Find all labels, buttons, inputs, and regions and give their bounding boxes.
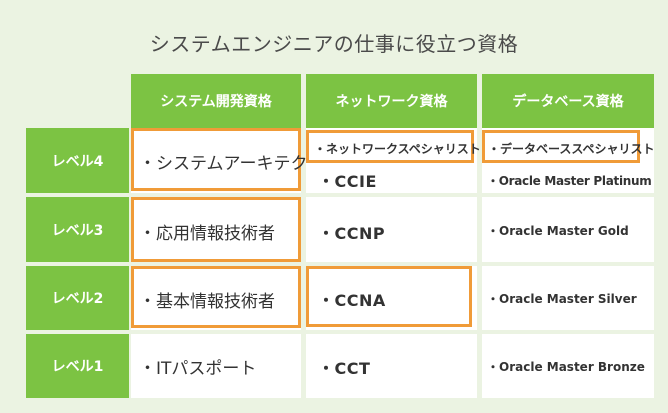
qualification-cct: ・CCT [318, 359, 371, 378]
cell-system-level2: ・基本情報技術者 [131, 266, 301, 330]
cell-network-level4: ・ネットワークスペシャリスト ・CCIE [306, 128, 481, 193]
level-1-label: レベル1 [26, 334, 129, 398]
column-header-network: ネットワーク資格 [306, 74, 477, 128]
qualification-ccnp: ・CCNP [318, 224, 386, 243]
cell-database-level2: ・Oracle Master Silver [482, 266, 654, 330]
highlight-box [306, 130, 474, 163]
level-4-label: レベル4 [26, 128, 129, 193]
qualification-database-specialist: ・データベーススペシャリスト [488, 142, 655, 156]
cell-database-level3: ・Oracle Master Gold [482, 197, 654, 262]
highlight-box [482, 130, 640, 163]
qualification-oracle-platinum: ・Oracle Master Platinum [487, 174, 652, 188]
qualification-fundamental-it-engineer: ・基本情報技術者 [139, 292, 275, 312]
qualification-ccie: ・CCIE [318, 172, 377, 191]
qualification-system-architect: ・システムアーキテクト [139, 154, 325, 174]
qualification-oracle-gold: ・Oracle Master Gold [487, 224, 629, 238]
cell-database-level1: ・Oracle Master Bronze [482, 334, 654, 398]
highlight-box [131, 197, 301, 262]
qualification-oracle-silver: ・Oracle Master Silver [487, 292, 637, 306]
cell-network-level2: ・CCNA [306, 266, 477, 330]
level-3-label: レベル3 [26, 197, 129, 262]
cell-network-level3: ・CCNP [306, 197, 477, 262]
page-title: システムエンジニアの仕事に役立つ資格 [149, 32, 519, 56]
cell-network-level1: ・CCT [306, 334, 477, 398]
cell-system-level4: ・システムアーキテクト [131, 128, 324, 193]
column-header-system: システム開発資格 [131, 74, 301, 128]
qualification-oracle-bronze: ・Oracle Master Bronze [487, 360, 645, 374]
cell-database-level4: ・データベーススペシャリスト ・Oracle Master Platinum [482, 128, 655, 193]
level-2-label: レベル2 [26, 266, 129, 330]
cell-system-level1: ・ITパスポート [131, 334, 301, 398]
column-header-database: データベース資格 [482, 74, 654, 128]
highlight-box [306, 266, 472, 327]
highlight-box [131, 266, 301, 328]
qualification-it-passport: ・ITパスポート [139, 359, 257, 379]
cell-system-level3: ・応用情報技術者 [131, 197, 301, 262]
qualification-network-specialist: ・ネットワークスペシャリスト [314, 142, 481, 156]
qualification-applied-it-engineer: ・応用情報技術者 [139, 224, 275, 244]
qualification-ccna: ・CCNA [318, 291, 386, 310]
highlight-box [131, 128, 301, 191]
